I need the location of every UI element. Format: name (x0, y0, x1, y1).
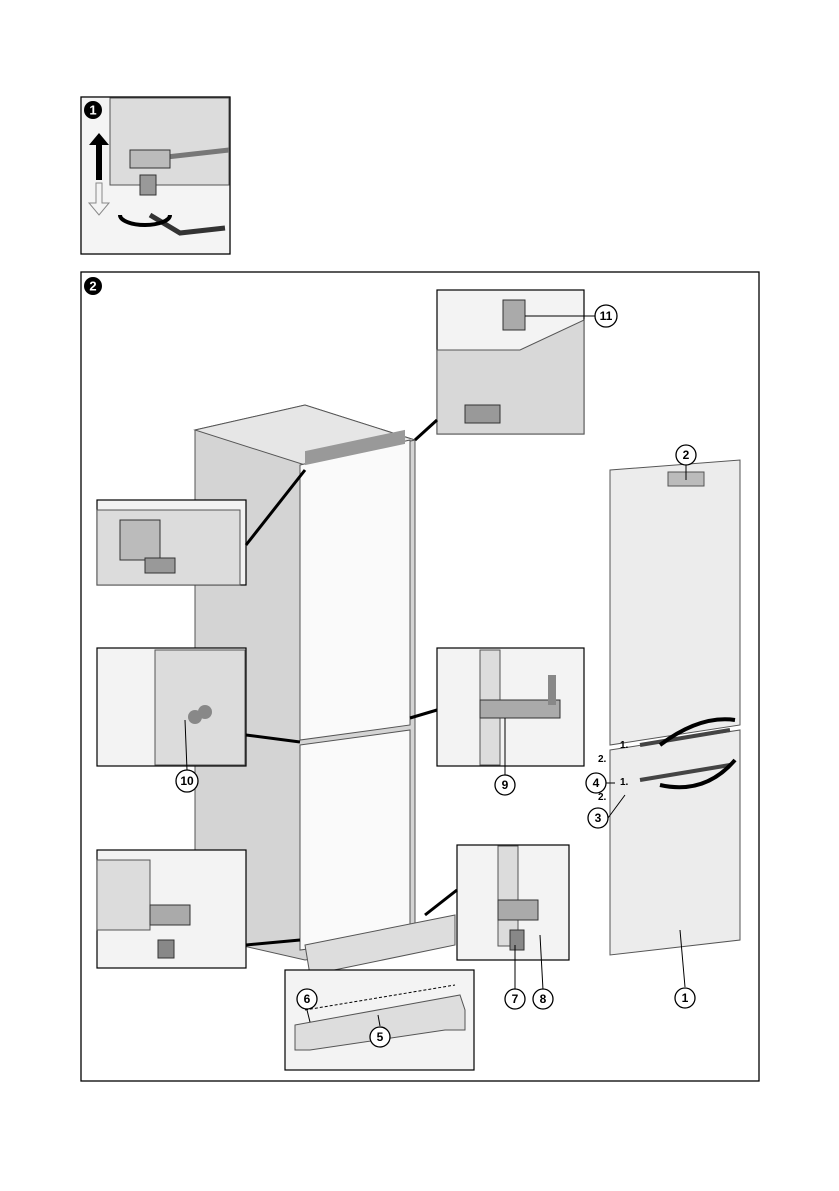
svg-text:9: 9 (502, 778, 509, 792)
svg-text:8: 8 (540, 992, 547, 1006)
callout-4: 4 (586, 773, 606, 793)
svg-text:3: 3 (595, 811, 602, 825)
step-2-panel: 2 (81, 272, 759, 1081)
upper-hinge-step-2: 2. (598, 754, 607, 765)
lower-hinge-step-1: 1. (620, 777, 629, 788)
callout-10: 10 (176, 770, 198, 792)
callout-2: 2 (676, 445, 696, 465)
svg-text:7: 7 (512, 992, 519, 1006)
adjustable-foot (140, 175, 156, 195)
inset-top-hinge (415, 290, 584, 440)
callout-5: 5 (370, 1027, 390, 1047)
callout-9: 9 (495, 775, 515, 795)
step-1-panel: 1 (81, 97, 230, 254)
svg-text:10: 10 (180, 774, 194, 788)
callout-11: 11 (595, 305, 617, 327)
svg-text:2: 2 (89, 279, 96, 294)
callout-3: 3 (588, 808, 608, 828)
svg-text:4: 4 (593, 776, 600, 790)
svg-text:6: 6 (304, 992, 311, 1006)
callout-7: 7 (505, 989, 525, 1009)
callout-8: 8 (533, 989, 553, 1009)
inset-middle-right-hinge (410, 648, 584, 766)
callout-6: 6 (297, 989, 317, 1009)
svg-text:11: 11 (600, 309, 613, 323)
svg-text:2: 2 (683, 448, 690, 462)
svg-text:1: 1 (89, 103, 96, 118)
step-1-marker: 1 (84, 101, 102, 119)
upper-hinge-step-1: 1. (620, 740, 629, 751)
lower-hinge-step-2: 2. (598, 792, 607, 803)
svg-text:1: 1 (682, 991, 689, 1005)
callout-1: 1 (675, 988, 695, 1008)
fridge-doors (610, 460, 740, 955)
inset-plinth (285, 970, 474, 1070)
svg-text:5: 5 (377, 1030, 384, 1044)
step-2-marker: 2 (84, 277, 102, 295)
